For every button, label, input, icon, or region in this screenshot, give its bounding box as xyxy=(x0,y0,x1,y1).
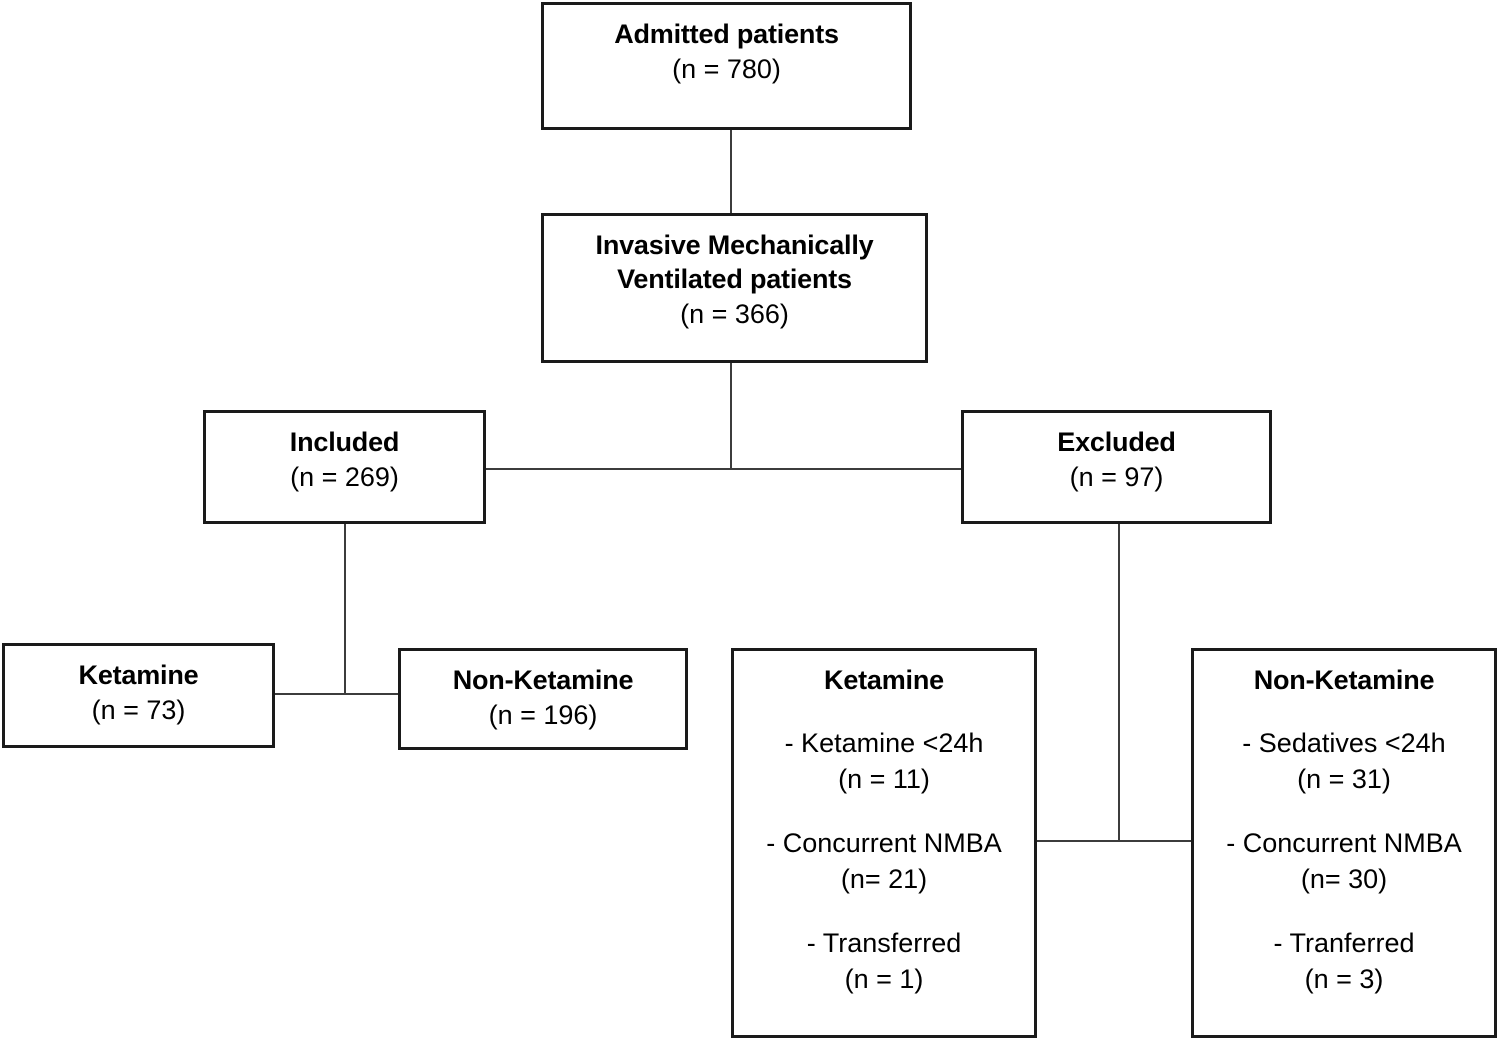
connector-included-excluded-split xyxy=(486,468,962,470)
connector-included-groups xyxy=(275,693,399,695)
spacer xyxy=(734,897,1034,925)
node-excluded: Excluded (n = 97) xyxy=(961,410,1272,524)
connector-included-down xyxy=(344,524,346,695)
node-excluded-non-ketamine: Non-Ketamine - Sedatives <24h (n = 31) -… xyxy=(1191,648,1497,1038)
node-admitted-patients: Admitted patients (n = 780) xyxy=(541,2,912,130)
admitted-count: (n = 780) xyxy=(672,54,781,84)
spacer xyxy=(734,697,1034,725)
excluded-title: Excluded xyxy=(1057,427,1176,457)
connector-ventilated-down xyxy=(730,363,732,470)
spacer xyxy=(1194,797,1494,825)
included-title: Included xyxy=(289,427,400,457)
connector-excluded-groups xyxy=(1037,840,1192,842)
node-ventilated-patients: Invasive Mechanically Ventilated patient… xyxy=(541,213,928,363)
node-included-non-ketamine: Non-Ketamine (n = 196) xyxy=(398,648,688,750)
excluded-non-ketamine-reason-3-count: (n = 3) xyxy=(1304,964,1384,994)
excluded-ketamine-title: Ketamine xyxy=(824,665,944,695)
excluded-non-ketamine-reason-2-count: (n= 30) xyxy=(1300,864,1388,894)
excluded-ketamine-reason-1-label: - Ketamine <24h xyxy=(784,728,984,758)
included-ketamine-title: Ketamine xyxy=(78,660,199,690)
connector-admitted-to-ventilated xyxy=(730,130,732,215)
excluded-non-ketamine-reason-1-label: - Sedatives <24h xyxy=(1242,728,1446,758)
excluded-ketamine-reason-3-label: - Transferred xyxy=(806,928,962,958)
connector-excluded-down xyxy=(1118,524,1120,842)
excluded-non-ketamine-reason-3-label: - Tranferred xyxy=(1273,928,1415,958)
included-count: (n = 269) xyxy=(290,462,399,492)
spacer xyxy=(1194,697,1494,725)
ventilated-count: (n = 366) xyxy=(680,299,789,329)
excluded-non-ketamine-title: Non-Ketamine xyxy=(1253,665,1435,695)
spacer xyxy=(734,797,1034,825)
node-included-ketamine: Ketamine (n = 73) xyxy=(2,643,275,748)
ventilated-title-line1: Invasive Mechanically xyxy=(595,230,874,260)
node-excluded-ketamine: Ketamine - Ketamine <24h (n = 11) - Conc… xyxy=(731,648,1037,1038)
included-ketamine-count: (n = 73) xyxy=(91,695,186,725)
excluded-non-ketamine-reason-1-count: (n = 31) xyxy=(1297,764,1391,794)
excluded-count: (n = 97) xyxy=(1069,462,1164,492)
excluded-ketamine-reason-3-count: (n = 1) xyxy=(844,964,924,994)
excluded-ketamine-reason-1-count: (n = 11) xyxy=(838,764,930,794)
excluded-ketamine-reason-2-label: - Concurrent NMBA xyxy=(766,828,1002,858)
excluded-ketamine-reason-2-count: (n= 21) xyxy=(840,864,928,894)
included-non-ketamine-title: Non-Ketamine xyxy=(452,665,634,695)
admitted-title: Admitted patients xyxy=(614,19,839,49)
included-non-ketamine-count: (n = 196) xyxy=(488,700,598,730)
spacer xyxy=(1194,897,1494,925)
excluded-non-ketamine-reason-2-label: - Concurrent NMBA xyxy=(1226,828,1462,858)
ventilated-title-line2: Ventilated patients xyxy=(617,264,852,294)
node-included: Included (n = 269) xyxy=(203,410,486,524)
